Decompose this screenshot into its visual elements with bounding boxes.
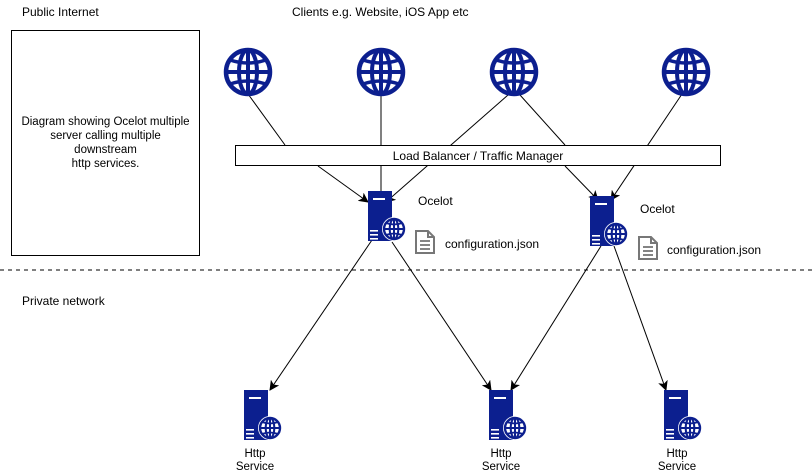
http-service-label: Http Service [225, 448, 285, 474]
description-line: server calling multiple downstream [50, 130, 161, 156]
server-icon [663, 389, 703, 441]
globe-icon [359, 50, 403, 94]
ocelot-label: Ocelot [418, 194, 453, 208]
clients-label: Clients e.g. Website, iOS App etc [292, 5, 469, 19]
http-service-label-line: Http [244, 448, 266, 460]
connector-ocelot2-svc2 [510, 245, 602, 391]
public-internet-label: Public Internet [22, 5, 99, 19]
http-service-label-line: Service [481, 461, 521, 473]
http-service-label: Http Service [647, 448, 707, 474]
globe-icon [226, 50, 270, 94]
globe-icon [492, 50, 536, 94]
connector-ocelot2-svc3 [613, 245, 668, 391]
private-network-label: Private network [22, 294, 105, 308]
connector-lb-ocelot1 [317, 165, 369, 203]
http-service-label-line: Http [490, 448, 512, 460]
config-file-label: configuration.json [445, 237, 540, 251]
connector-client3-lb [519, 94, 566, 146]
http-service-label: Http Service [471, 448, 531, 474]
document-icon [638, 236, 658, 260]
http-service-label-line: Service [657, 461, 697, 473]
description-box: Diagram showing Ocelot multiple server c… [11, 30, 200, 256]
connector-client1-lb [247, 93, 286, 146]
load-balancer-label: Load Balancer / Traffic Manager [392, 148, 564, 163]
connector-lb-ocelot2 [564, 165, 599, 201]
config-file-label: configuration.json [667, 243, 762, 257]
http-service-label-line: Service [235, 461, 275, 473]
server-icon [488, 389, 528, 441]
description-line: http services. [71, 158, 140, 170]
globe-icon [664, 50, 708, 94]
server-icon [589, 195, 629, 247]
connectors [247, 93, 683, 391]
ocelot-label: Ocelot [640, 202, 675, 216]
connector-ocelot1-svc1 [269, 239, 373, 391]
connector-ocelot1-svc2 [391, 241, 492, 391]
load-balancer: Load Balancer / Traffic Manager [235, 145, 721, 166]
document-icon [415, 230, 435, 254]
description-line: Diagram showing Ocelot multiple [21, 116, 190, 128]
server-icon [243, 389, 283, 441]
server-icon [367, 190, 407, 242]
http-service-label-line: Http [666, 448, 688, 460]
